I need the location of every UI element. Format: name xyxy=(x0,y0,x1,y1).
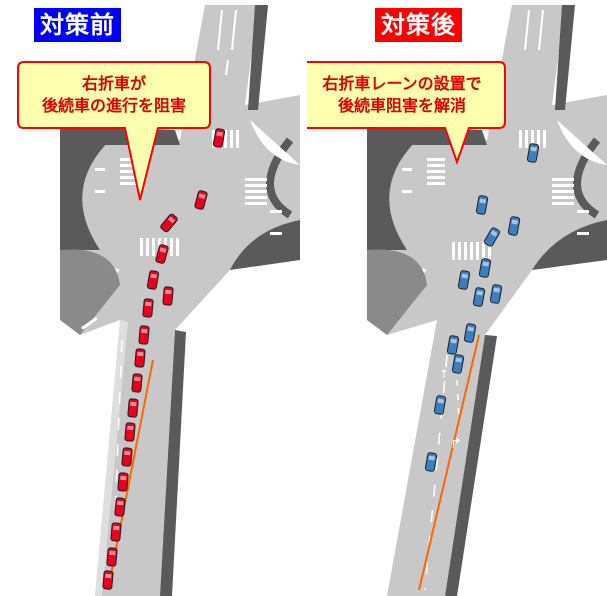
car-icon xyxy=(114,497,126,517)
before-callout-line-1: 右折車が xyxy=(81,74,146,93)
car-icon xyxy=(446,335,460,355)
car-icon xyxy=(194,190,208,210)
lane-line xyxy=(418,334,480,591)
car-icon xyxy=(162,286,174,306)
cars-before xyxy=(102,128,226,590)
car-icon xyxy=(451,354,465,374)
before-road-map xyxy=(60,5,300,596)
before-panel: 対策前 右折車が 後続車の進行を阻害 xyxy=(0,0,300,596)
before-label: 対策前 xyxy=(34,8,121,42)
straight-arrow-icon: ↑ xyxy=(439,367,449,381)
car-icon xyxy=(131,373,143,393)
car-icon xyxy=(424,452,438,472)
car-icon xyxy=(127,398,139,418)
car-icon xyxy=(138,325,150,345)
car-icon xyxy=(102,570,114,590)
car-icon xyxy=(124,422,136,442)
car-icon xyxy=(526,143,540,163)
cars-after xyxy=(424,143,540,472)
car-icon xyxy=(212,128,226,148)
after-label: 対策後 xyxy=(375,8,462,42)
car-icon xyxy=(489,284,503,304)
car-icon xyxy=(507,216,521,236)
car-icon xyxy=(117,472,129,492)
crosswalks xyxy=(402,130,589,260)
car-icon xyxy=(121,447,133,467)
car-icon xyxy=(146,270,160,290)
car-icon xyxy=(160,213,178,233)
car-icon xyxy=(134,348,146,368)
car-icon xyxy=(457,270,471,290)
car-icon xyxy=(478,258,492,278)
car-icon xyxy=(106,547,118,567)
car-icon xyxy=(110,522,122,542)
car-icon xyxy=(472,287,486,307)
after-callout-line-2: 後続車阻害を解消 xyxy=(337,96,466,115)
after-callout-text: 右折車レーンの設置で 後続車阻害を解消 xyxy=(299,73,505,117)
lane-markings: ↱ ↑ xyxy=(418,9,544,591)
after-callout xyxy=(307,61,506,166)
car-icon xyxy=(475,195,489,215)
before-callout-text: 右折車が 後続車の進行を阻害 xyxy=(18,73,210,117)
right-turn-arrow-icon: ↱ xyxy=(450,436,462,452)
before-callout xyxy=(17,61,211,201)
before-callout-line-2: 後続車の進行を阻害 xyxy=(41,96,186,115)
car-icon xyxy=(142,298,154,318)
after-panel: ↱ ↑ 対策後 右折車レーンの設置で 後続車阻害を解消 xyxy=(307,0,607,596)
road-network xyxy=(60,5,300,596)
car-icon xyxy=(463,323,477,343)
after-callout-line-1: 右折車レーンの設置で xyxy=(322,74,482,93)
car-icon xyxy=(155,244,169,264)
car-icon xyxy=(484,227,500,247)
car-icon xyxy=(433,395,447,415)
